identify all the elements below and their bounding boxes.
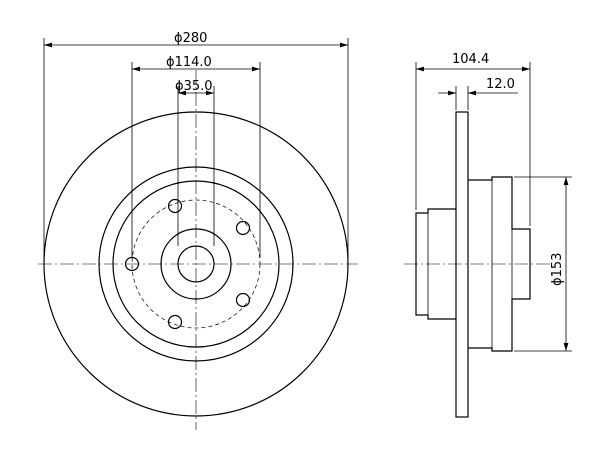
disc-section [455, 111, 469, 418]
bolt-hole-2 [235, 220, 251, 236]
dim-label-hub-diameter: ϕ153 [550, 253, 565, 286]
bolt-hole-3 [235, 292, 251, 308]
hub-inner-circle [112, 180, 280, 348]
hub-hat-outline [468, 176, 531, 352]
center-bore-inner [177, 245, 215, 283]
dim-label-center-bore: ϕ35.0 [175, 79, 213, 94]
dim-label-bolt-circle: ϕ114.0 [166, 55, 212, 70]
dim-label-disc-thickness: 12.0 [486, 77, 515, 92]
front-view: ϕ280 ϕ114.0 ϕ35.0 [38, 31, 358, 430]
bolt-pitch-circle [131, 199, 261, 329]
bolt-hole-4 [167, 314, 183, 330]
side-view: 104.4 12.0 ϕ153 [404, 52, 572, 418]
bolt-hole-1 [167, 198, 183, 214]
hub-outer-circle [98, 166, 294, 362]
dim-label-outer-diameter: ϕ280 [174, 31, 207, 46]
dim-label-overall-width: 104.4 [452, 52, 489, 67]
center-bore-outer [160, 228, 232, 300]
left-stub-outline [415, 208, 456, 320]
outer-disc-circle [43, 111, 349, 417]
